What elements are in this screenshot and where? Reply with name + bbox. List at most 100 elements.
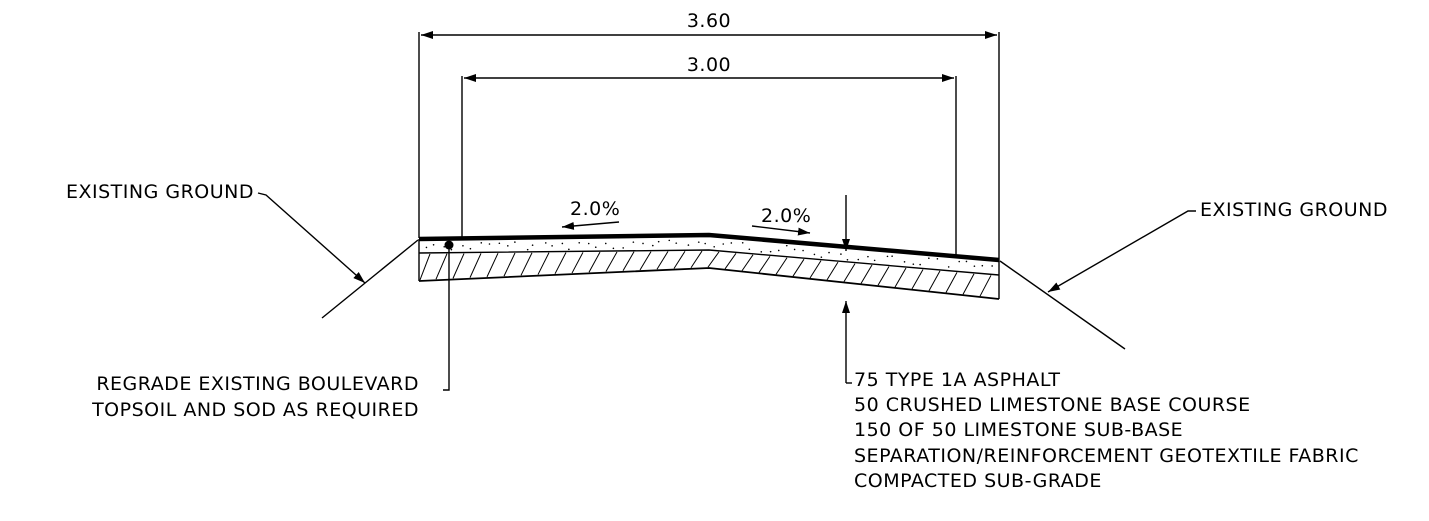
stipple-dot bbox=[697, 241, 700, 243]
stipple-dot bbox=[730, 242, 733, 244]
stipple-dot bbox=[651, 244, 654, 247]
sub-base-bottom bbox=[418, 267, 1000, 300]
stipple-dot bbox=[891, 255, 893, 257]
leader-existing-ground-right bbox=[1047, 210, 1196, 293]
stipple-dot bbox=[480, 242, 483, 244]
stipple-dot bbox=[867, 255, 869, 258]
stipple-dot bbox=[777, 249, 780, 252]
stipple-dot bbox=[544, 242, 547, 244]
stipple-dot bbox=[704, 242, 706, 245]
stipple-dot bbox=[587, 242, 590, 245]
stipple-dot bbox=[526, 248, 529, 251]
hatch-line bbox=[843, 263, 856, 282]
stipple-dot bbox=[668, 239, 671, 242]
hatch-line bbox=[435, 253, 448, 280]
slope-label-right: 2.0% bbox=[761, 205, 811, 227]
stipple-dot bbox=[947, 266, 950, 268]
hatch-line bbox=[928, 270, 941, 291]
stipple-dot bbox=[462, 244, 464, 247]
slope-indicator-left: 2.0% bbox=[561, 198, 620, 230]
hatch-line bbox=[419, 253, 431, 281]
hatch-line bbox=[520, 252, 533, 276]
hatch-line bbox=[741, 254, 754, 272]
hatch-line bbox=[724, 253, 737, 270]
leader-boulevard bbox=[443, 245, 450, 391]
dimension-label-overall: 3.60 bbox=[687, 10, 731, 32]
pavement-section bbox=[418, 232, 1000, 300]
stipple-dot bbox=[928, 257, 930, 260]
structure-line-5: COMPACTED SUB-GRADE bbox=[854, 470, 1102, 492]
stipple-dot bbox=[760, 251, 763, 253]
hatch-line bbox=[673, 250, 686, 269]
structure-line-4: SEPARATION/REINFORCEMENT GEOTEXTILE FABR… bbox=[854, 445, 1359, 467]
structure-line-1: 75 TYPE 1A ASPHALT bbox=[854, 369, 1060, 391]
stipple-dot bbox=[713, 246, 715, 248]
stipple-dot bbox=[568, 248, 570, 251]
stipple-dot bbox=[642, 242, 644, 245]
slope-label-left: 2.0% bbox=[570, 198, 620, 220]
stipple-dot bbox=[469, 247, 472, 250]
pavement-structure-callout: 75 TYPE 1A ASPHALT 50 CRUSHED LIMESTONE … bbox=[842, 195, 1359, 492]
hatch-line bbox=[469, 253, 482, 278]
asphalt-surface bbox=[418, 232, 1000, 263]
stipple-dot bbox=[840, 253, 842, 255]
dimension-lane-width: 3.00 bbox=[461, 54, 957, 256]
stipple-dot bbox=[514, 241, 516, 243]
stipple-dot bbox=[857, 258, 860, 261]
stipple-dot bbox=[657, 240, 660, 243]
stipple-dot bbox=[425, 246, 428, 249]
hatch-line bbox=[775, 257, 788, 275]
existing-ground-slope-left bbox=[321, 239, 419, 319]
stipple-dot bbox=[741, 241, 744, 244]
hatch-line bbox=[571, 252, 584, 274]
stipple-dot bbox=[912, 263, 915, 265]
hatch-line bbox=[860, 264, 873, 284]
slope-indicator-right: 2.0% bbox=[751, 205, 811, 236]
stipple-dot bbox=[965, 260, 968, 263]
slope-arrow-right bbox=[751, 225, 811, 236]
stipple-dot bbox=[813, 253, 816, 256]
stipple-dot bbox=[443, 245, 446, 248]
stipple-dot bbox=[793, 248, 796, 251]
stipple-dot bbox=[846, 259, 849, 261]
hatch-line bbox=[452, 253, 465, 279]
stipple-dot bbox=[769, 250, 772, 253]
stipple-dot bbox=[820, 256, 823, 258]
stipple-dot bbox=[802, 249, 804, 252]
stipple-dot bbox=[578, 242, 581, 244]
hatch-line bbox=[690, 250, 703, 268]
stipple-dot bbox=[958, 260, 961, 263]
stipple-dot bbox=[604, 242, 607, 245]
dimension-overall-width: 3.60 bbox=[418, 10, 1000, 260]
stipple-dot bbox=[687, 244, 690, 246]
stipple-dot bbox=[622, 247, 624, 249]
stipple-dot bbox=[561, 242, 564, 245]
hatch-line bbox=[605, 251, 618, 272]
hatch-line bbox=[588, 251, 601, 273]
hatch-line bbox=[877, 266, 890, 286]
stipple-dot bbox=[632, 241, 635, 243]
label-existing-ground-left: EXISTING GROUND bbox=[66, 181, 254, 203]
hatch-line bbox=[503, 252, 516, 277]
stipple-dot bbox=[594, 246, 597, 249]
stipple-dot bbox=[973, 265, 976, 267]
hatch-line bbox=[707, 251, 720, 268]
existing-ground-slope-right bbox=[999, 260, 1126, 350]
stipple-dot bbox=[886, 255, 889, 258]
stipple-dot bbox=[903, 261, 906, 263]
stipple-dot bbox=[498, 242, 501, 245]
hatch-line bbox=[758, 255, 771, 273]
hatch-line bbox=[639, 251, 652, 271]
stipple-dot bbox=[722, 243, 725, 245]
hatch-line bbox=[486, 252, 499, 278]
stipple-dot bbox=[488, 243, 491, 245]
stipple-dot bbox=[873, 259, 876, 262]
stipple-dot bbox=[919, 263, 921, 266]
hatch-line bbox=[911, 269, 924, 290]
stipple-dot bbox=[991, 265, 993, 267]
structure-line-3: 150 OF 50 LIMESTONE SUB-BASE bbox=[854, 419, 1183, 441]
stipple-dot bbox=[675, 242, 678, 244]
hatch-line bbox=[622, 251, 635, 272]
hatch-line bbox=[554, 252, 567, 275]
